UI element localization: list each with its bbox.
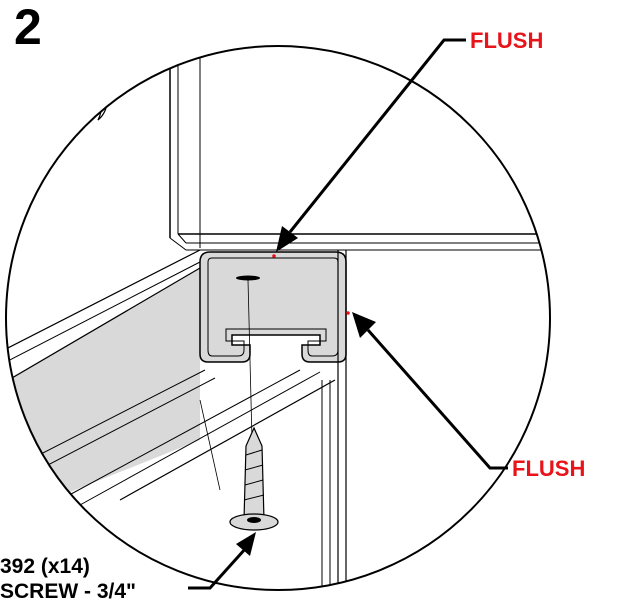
flush-top-leader <box>276 38 466 252</box>
part-description: SCREW - 3/4" <box>0 580 136 603</box>
part-number-quantity: 392 (x14) <box>0 555 90 578</box>
screw-leader <box>188 532 256 590</box>
detail-magnifier <box>6 46 550 590</box>
c-channel-profile <box>199 251 347 363</box>
detail-circle-outline <box>5 45 551 591</box>
flush-top-callout: FLUSH <box>470 28 544 53</box>
step-number: 2 <box>14 0 42 55</box>
flush-bottom-callout: FLUSH <box>512 456 586 481</box>
screw-icon <box>229 426 279 531</box>
flush-bottom-leader <box>352 312 508 470</box>
